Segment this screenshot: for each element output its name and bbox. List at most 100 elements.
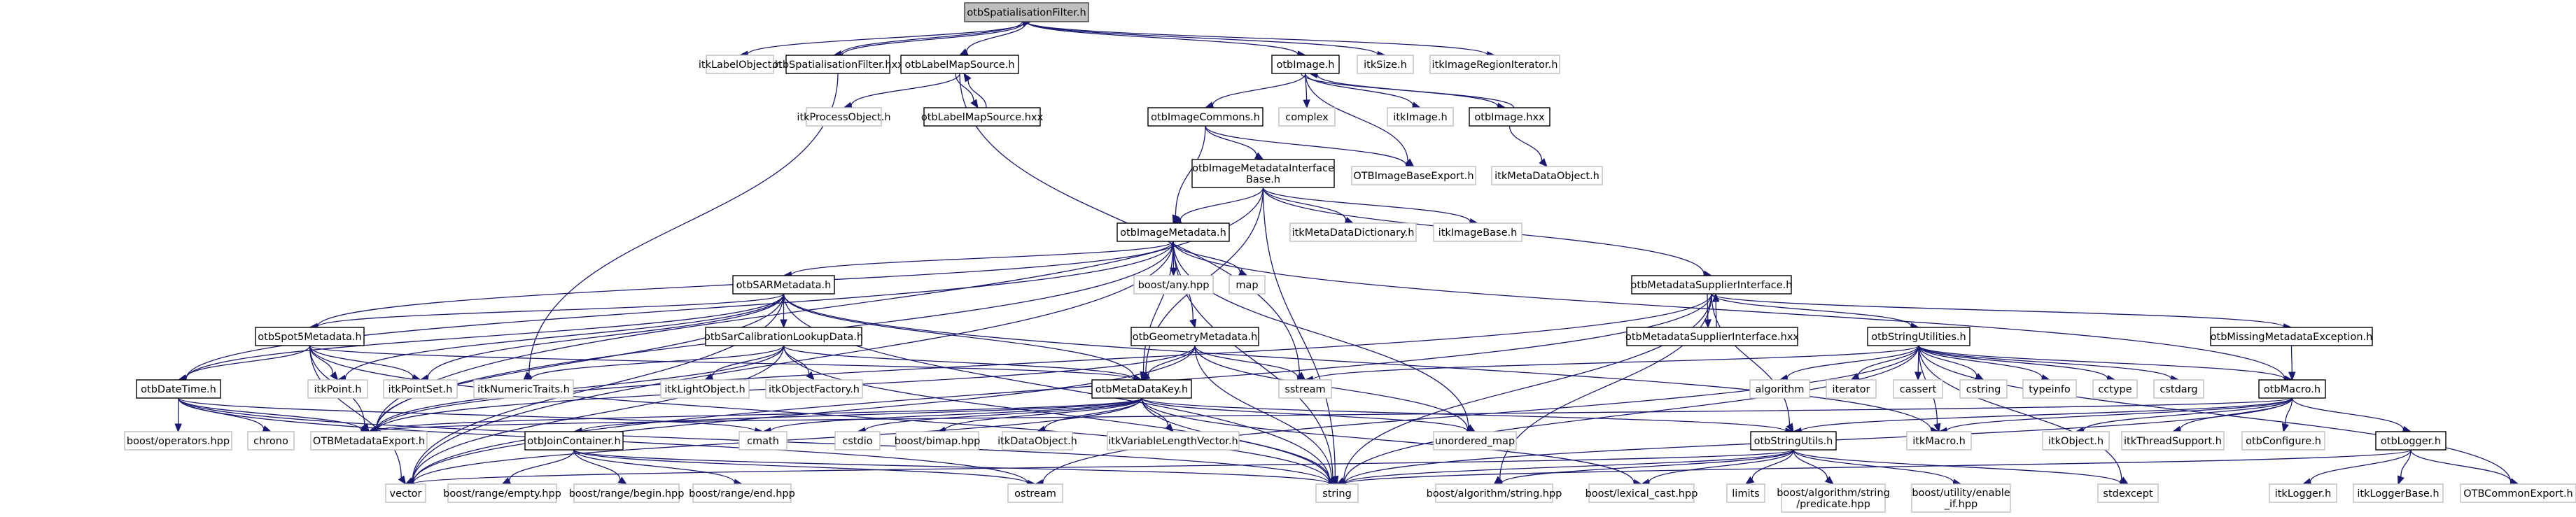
node-label: itkPointSet.h (388, 384, 453, 395)
node-box (895, 431, 979, 451)
edge-sarMetadata-to-mdExport (375, 293, 785, 430)
node-label: vector (390, 488, 422, 500)
node-stringUtilities[interactable]: otbStringUtilities.h (1867, 327, 1970, 346)
edge-mdSupplier-to-string (1343, 293, 1712, 481)
arrowhead-stringUtilities-to-cassert (1914, 371, 1922, 381)
node-label: OTBMetadataExport.h (313, 436, 425, 447)
node-geomMetadata[interactable]: otbGeometryMetadata.h (1130, 327, 1259, 346)
edge-otbMacro-to-itkObject (2082, 397, 2293, 431)
node-box (1228, 275, 1266, 295)
nodes-layer: otbSpatialisationFilter.h itkLabelObject.… (124, 2, 2576, 513)
node-label: boost/operators.hpp (127, 436, 230, 447)
node-root[interactable]: otbSpatialisationFilter.h (964, 2, 1089, 22)
node-boostLexicalCast: boost/lexical_cast.hpp (1586, 483, 1698, 503)
edge-dateTime-to-cmath (178, 397, 756, 432)
node-itkLogger: itkLogger.h (2269, 483, 2337, 503)
node-label: itkLabelObject.h (699, 59, 781, 71)
node-box (1429, 55, 1560, 74)
node-box (1749, 379, 1810, 399)
node-metaDataKey[interactable]: otbMetaDataKey.h (1091, 379, 1192, 399)
node-spot5[interactable]: otbSpot5Metadata.h (255, 327, 365, 346)
node-label: otbGeometryMetadata.h (1133, 332, 1258, 343)
node-mdSupplier[interactable]: otbMetadataSupplierInterface.h (1631, 275, 1793, 295)
node-box (1906, 431, 1972, 451)
node-label: boost/range/begin.hpp (569, 488, 685, 500)
node-box (1726, 483, 1765, 503)
edge-stringUtilities-to-stdexcept (1918, 345, 2122, 480)
node-box (732, 275, 835, 295)
edge-imdIfaceBase-to-imageMetadata (1180, 187, 1264, 221)
node-box (310, 431, 428, 451)
edge-imageCommons-to-imageBaseExport (1205, 125, 1407, 166)
arrowhead-otbImageHxx-to-itkMetaDataObject (1539, 157, 1548, 167)
arrowhead-sarMetadata-to-sarCalib (780, 319, 788, 329)
node-label: otbSpot5Metadata.h (258, 332, 361, 343)
node-label: unordered_map (1435, 436, 1515, 447)
node-box (1433, 431, 1517, 451)
node-stringUtils[interactable]: otbStringUtils.h (1750, 431, 1837, 451)
node-label: itkMetaDataObject.h (1494, 171, 1600, 182)
edge-geomMetadata-to-vector (412, 345, 1196, 483)
edge-stringUtilities-to-otbCommonExport (1918, 345, 2512, 483)
node-spatHxx[interactable]: otbSpatialisationFilter.hxx (772, 55, 904, 74)
edge-joinContainer-to-string (573, 449, 1330, 485)
node-dateTime[interactable]: otbDateTime.h (136, 379, 221, 399)
node-otbMacro[interactable]: otbMacro.h (2258, 379, 2326, 399)
node-label: itkImage.h (1393, 112, 1447, 123)
node-box (1278, 107, 1336, 127)
node-box (2092, 379, 2138, 399)
node-box (1469, 107, 1550, 127)
node-otbImageHxx[interactable]: otbImage.hxx (1469, 107, 1550, 127)
node-imageCommons[interactable]: otbImageCommons.h (1147, 107, 1264, 127)
edge-metaDataKey-to-mdExport (376, 397, 1142, 432)
node-box (307, 379, 368, 399)
node-box (524, 431, 624, 451)
edge-otbLogger-to-otbCommonExport (2410, 449, 2512, 482)
node-box (1387, 107, 1454, 127)
node-algorithm: algorithm (1749, 379, 1810, 399)
edge-otbImageHxx-to-itkMetaDataObject (1508, 125, 1543, 161)
node-box (738, 431, 788, 451)
node-box (2210, 327, 2373, 346)
node-rangeEmpty: boost/range/empty.hpp (443, 483, 561, 503)
node-label: cmath (747, 436, 779, 447)
node-missingMdExc[interactable]: otbMissingMetadataException.h (2210, 327, 2373, 346)
node-imageMetadata[interactable]: otbImageMetadata.h (1116, 222, 1230, 242)
edge-otbMacro-to-itkMacro (1946, 397, 2293, 432)
node-labelMapSourceHxx[interactable]: otbLabelMapSource.hxx (921, 107, 1044, 127)
node-joinContainer[interactable]: otbJoinContainer.h (524, 431, 624, 451)
node-label: iterator (1833, 384, 1870, 395)
node-cstdio: cstdio (834, 431, 881, 451)
edge-root-to-itkSize (1026, 21, 1378, 55)
node-box (1271, 55, 1340, 74)
node-mdSupplierHxx[interactable]: otbMetadataSupplierInterface.hxx (1625, 327, 1799, 346)
node-itkNumericTraits: itkNumericTraits.h (473, 379, 574, 399)
node-box (124, 431, 232, 451)
node-labelMapSource[interactable]: otbLabelMapSource.h (900, 55, 1019, 74)
edge-stringUtilities-to-iterator (1857, 345, 1919, 377)
edge-stringUtilities-to-cctype (1918, 345, 2108, 379)
node-sarMetadata[interactable]: otbSARMetadata.h (732, 275, 835, 295)
node-label: itkNumericTraits.h (477, 384, 570, 395)
node-otbImage[interactable]: otbImage.h (1271, 55, 1340, 74)
edge-metaDataKey-to-boostLexicalCast (1141, 397, 1634, 483)
node-cmath: cmath (738, 431, 788, 451)
node-box (765, 379, 863, 399)
node-label: Base.h (1246, 174, 1280, 185)
node-box (383, 379, 458, 399)
node-boostEnableIf: boost/utility/enable_if.hpp (1911, 483, 2011, 513)
node-vector: vector (385, 483, 426, 503)
node-otbLogger[interactable]: otbLogger.h (2375, 431, 2446, 451)
node-box (834, 431, 881, 451)
edge-otbImage-to-imageBaseExport (1305, 73, 1408, 162)
node-rangeEnd: boost/range/end.hpp (689, 483, 795, 503)
edge-root-to-itkImageRegionIterator (1026, 21, 1488, 55)
edge-sarCalib-to-itkLightObject (711, 345, 785, 377)
edge-imageMetadata-to-vector (412, 241, 1174, 482)
node-box (1826, 379, 1877, 399)
node-box (473, 379, 574, 399)
node-sarCalib[interactable]: otbSarCalibrationLookupData.h (704, 327, 863, 346)
edge-imdIfaceBase-to-itkMetaDataDictionary (1262, 187, 1347, 221)
node-box (923, 107, 1041, 127)
